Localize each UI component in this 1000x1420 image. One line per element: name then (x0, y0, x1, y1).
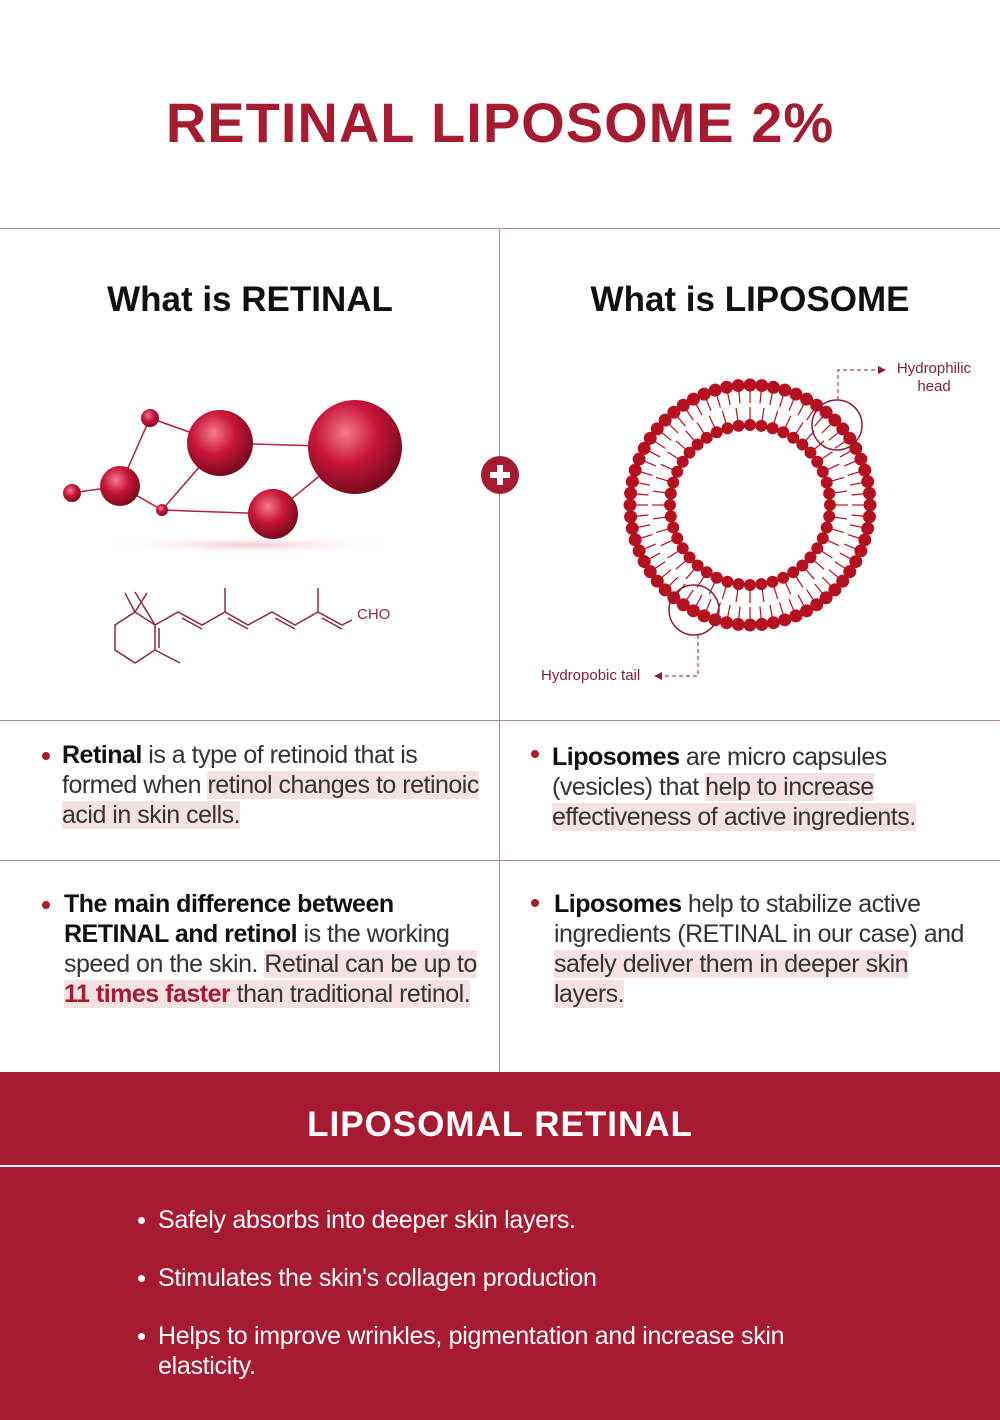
liposome-definition: Liposomes are micro capsules (vesicles) … (552, 743, 916, 831)
divider (0, 860, 1000, 861)
retinal-heading: What is RETINAL (107, 280, 393, 319)
retinal-difference: The main difference between RETINAL and … (64, 890, 477, 1008)
divider (0, 1165, 1000, 1167)
retinal-molecule-illustration (63, 400, 402, 664)
hydrophobic-tail-label: Hydropobic tail (541, 667, 641, 684)
benefit-item: Stimulates the skin's collagen productio… (138, 1263, 878, 1293)
divider (0, 228, 1000, 229)
bullet-icon (531, 750, 539, 758)
page-title: RETINAL LIPOSOME 2% (165, 91, 835, 154)
liposome-diagram (623, 366, 886, 680)
liposome-stabilize: Liposomes help to stabilize active ingre… (554, 890, 964, 1008)
liposomal-retinal-section (0, 1072, 1000, 1420)
bullet-icon (531, 899, 539, 907)
skeletal-formula (114, 588, 353, 664)
bullet-icon (42, 901, 50, 909)
section-title: LIPOSOMAL RETINAL (307, 1105, 693, 1144)
plus-circle-icon (481, 456, 519, 494)
formula-label: CHO (357, 606, 391, 623)
retinal-definition: Retinal is a type of retinoid that is fo… (62, 741, 479, 829)
divider-vertical (499, 228, 500, 1072)
benefit-item: Safely absorbs into deeper skin layers. (138, 1205, 878, 1235)
divider (0, 720, 1000, 721)
hydrophilic-head-label: Hydrophilic head (896, 360, 972, 395)
benefit-item: Helps to improve wrinkles, pigmentation … (138, 1321, 878, 1381)
liposome-heading: What is LIPOSOME (590, 280, 910, 319)
bullet-icon (42, 752, 50, 760)
